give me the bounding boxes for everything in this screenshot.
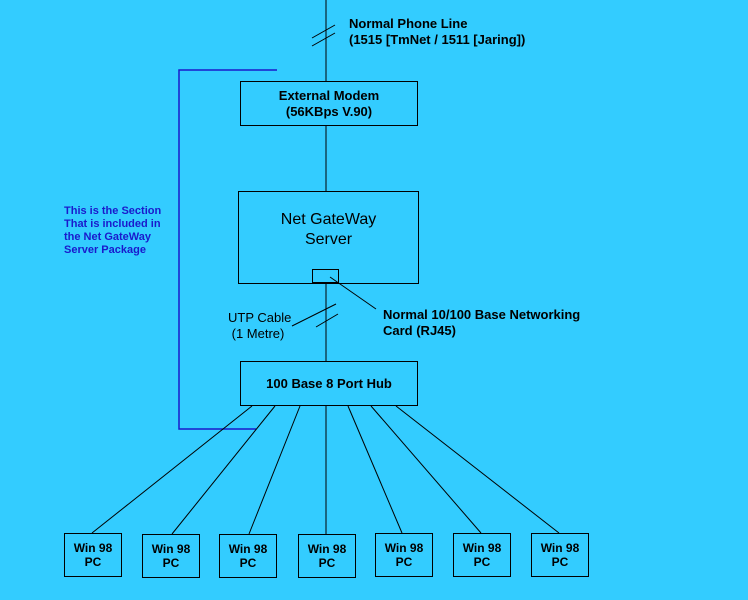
hub-pc-link	[171, 405, 276, 535]
pc-label-line1: Win 98	[228, 542, 268, 556]
win98-pc-box: Win 98 PC	[453, 533, 511, 577]
pc-label-line1: Win 98	[462, 541, 502, 555]
pc-label-line2: PC	[84, 555, 102, 569]
utp-break-mark-2	[315, 313, 339, 328]
hub-pc-link	[248, 405, 301, 535]
phone-line-break-mark-2	[311, 32, 336, 47]
pc-label-line2: PC	[551, 555, 569, 569]
utp-cable-label: UTP Cable (1 Metre)	[228, 310, 291, 342]
pc-label-line2: PC	[239, 556, 257, 570]
win98-pc-box: Win 98 PC	[375, 533, 433, 577]
hub-pc-link	[395, 405, 560, 534]
pc-label-line1: Win 98	[307, 542, 347, 556]
pc-label-line1: Win 98	[540, 541, 580, 555]
hub-pc-link	[370, 405, 482, 534]
phone-line-label: Normal Phone Line(1515 [TmNet / 1511 [Ja…	[349, 16, 525, 48]
utp-cable-label-line1: UTP Cable	[228, 310, 292, 325]
pc-label-line2: PC	[162, 556, 180, 570]
external-modem-box: External Modem (56KBps V.90)	[240, 81, 418, 126]
pc-label-line2: PC	[473, 555, 491, 569]
pc-label-line2: PC	[395, 555, 413, 569]
server-label-line1: Net GateWay	[280, 211, 377, 228]
hub-label: 100 Base 8 Port Hub	[266, 376, 392, 391]
hub-pc-link	[347, 405, 403, 534]
nic-label-line1: Normal 10/100 Base Networking	[383, 307, 581, 322]
utp-break-mark-1	[307, 303, 337, 319]
win98-pc-box: Win 98 PC	[531, 533, 589, 577]
utp-label-pointer	[291, 317, 309, 327]
utp-cable-label-line2: (1 Metre)	[228, 326, 285, 341]
modem-label-line1: External Modem	[278, 87, 380, 103]
net-gateway-server-box: Net GateWay Server	[238, 191, 419, 284]
pc-label-line1: Win 98	[384, 541, 424, 555]
phone-line-label-line1: Normal Phone Line	[349, 16, 468, 31]
hub-box: 100 Base 8 Port Hub	[240, 361, 418, 406]
win98-pc-box: Win 98 PC	[298, 534, 356, 578]
network-card-icon	[312, 269, 339, 283]
pc-label-line1: Win 98	[73, 541, 113, 555]
pc-label-line1: Win 98	[151, 542, 191, 556]
pc-label-line2: PC	[318, 556, 336, 570]
server-label-line2: Server	[304, 231, 353, 248]
section-note: This is the Section That is included in …	[64, 205, 162, 256]
modem-label-line2: (56KBps V.90)	[285, 103, 373, 119]
win98-pc-box: Win 98 PC	[142, 534, 200, 578]
nic-label-line2: Card (RJ45)	[383, 323, 456, 338]
win98-pc-box: Win 98 PC	[64, 533, 122, 577]
phone-line-label-line2: (1515 [TmNet / 1511 [Jaring])	[349, 32, 526, 47]
hub-pc-link	[91, 405, 253, 534]
win98-pc-box: Win 98 PC	[219, 534, 277, 578]
section-outline	[178, 69, 277, 430]
phone-line-break-mark-1	[311, 24, 336, 39]
